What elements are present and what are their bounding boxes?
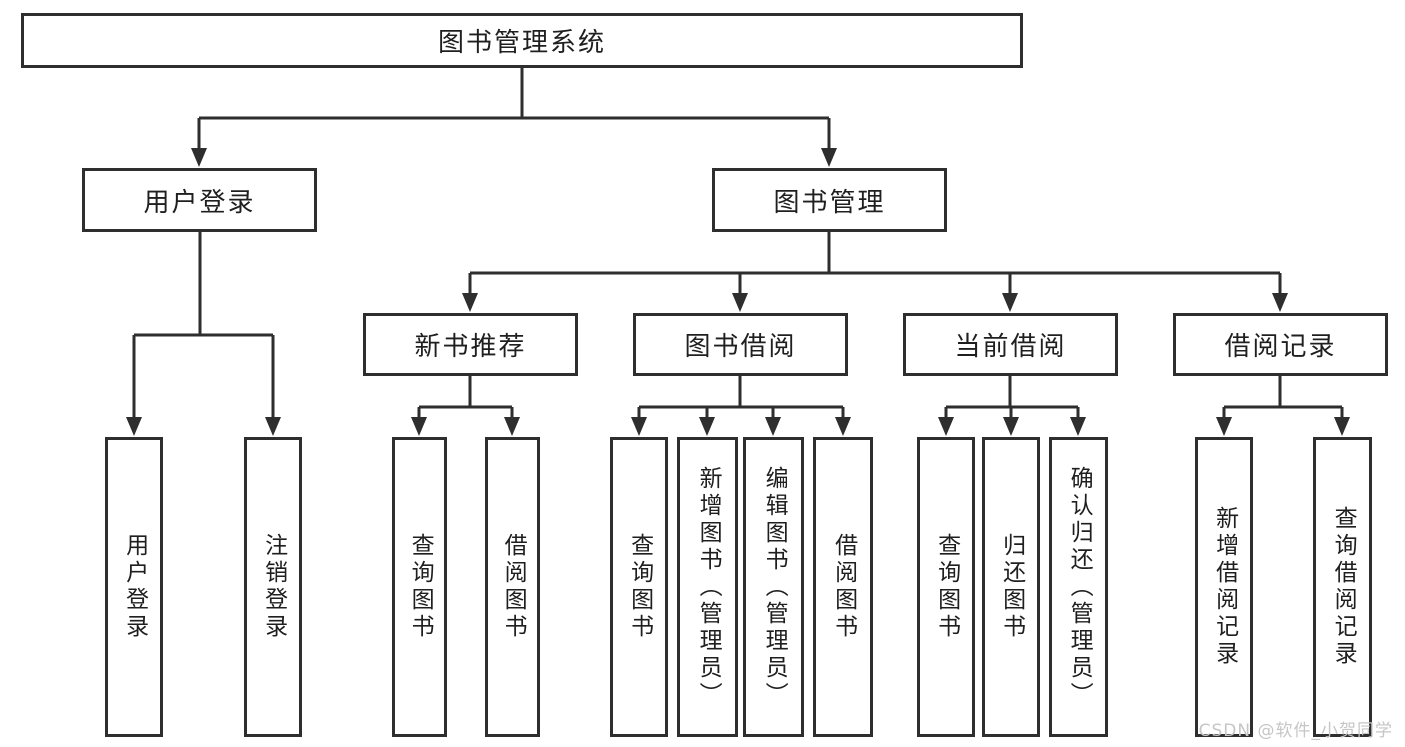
leaf-return-books-label: 归还图书 [998, 533, 1025, 641]
leaf-query-books-recommend-label: 查询图书 [407, 533, 434, 641]
leaf-logout: 注销登录 [244, 437, 302, 737]
leaf-add-borrow-record: 新增借阅记录 [1195, 437, 1253, 737]
leaf-query-books-recommend: 查询图书 [392, 437, 447, 737]
node-book-management: 图书管理 [712, 168, 947, 232]
leaf-query-books-current-label: 查询图书 [933, 533, 960, 641]
node-new-book-recommend-label: 新书推荐 [414, 332, 527, 362]
leaf-query-borrow-record: 查询借阅记录 [1313, 437, 1372, 737]
node-book-borrowing: 图书借阅 [633, 313, 848, 376]
leaf-query-books-current: 查询图书 [917, 437, 975, 737]
leaf-confirm-return-admin: 确认归还（管理员） [1049, 437, 1108, 737]
leaf-query-books-borrowing: 查询图书 [610, 437, 668, 737]
leaf-add-books-admin: 新增图书（管理员） [677, 437, 738, 737]
leaf-logout-label: 注销登录 [260, 533, 287, 641]
node-book-management-label: 图书管理 [773, 187, 886, 218]
leaf-borrow-books-recommend: 借阅图书 [485, 437, 540, 737]
node-user-login-label: 用户登录 [143, 187, 256, 218]
leaf-add-books-admin-label: 新增图书（管理员） [695, 465, 722, 709]
csdn-watermark: CSDN @软件_小贺同学 [1198, 721, 1393, 741]
leaf-query-borrow-record-label: 查询借阅记录 [1330, 506, 1357, 668]
node-book-borrowing-label: 图书借阅 [684, 332, 797, 362]
node-library-system: 图书管理系统 [21, 13, 1023, 68]
leaf-edit-books-admin: 编辑图书（管理员） [743, 437, 804, 737]
leaf-user-login: 用户登录 [105, 437, 163, 737]
leaf-borrow-books-borrowing: 借阅图书 [813, 437, 873, 737]
node-current-borrowing-label: 当前借阅 [954, 332, 1067, 362]
leaf-borrow-books-borrowing-label: 借阅图书 [830, 533, 857, 641]
node-borrowing-records-label: 借阅记录 [1224, 332, 1337, 362]
leaf-user-login-label: 用户登录 [121, 533, 148, 641]
leaf-add-borrow-record-label: 新增借阅记录 [1211, 506, 1238, 668]
leaf-edit-books-admin-label: 编辑图书（管理员） [761, 465, 788, 709]
node-new-book-recommend: 新书推荐 [363, 313, 578, 376]
leaf-confirm-return-admin-label: 确认归还（管理员） [1066, 465, 1093, 709]
node-borrowing-records: 借阅记录 [1173, 313, 1388, 376]
arrowheads [126, 148, 1350, 436]
leaf-borrow-books-recommend-label: 借阅图书 [500, 533, 527, 641]
node-current-borrowing: 当前借阅 [903, 313, 1118, 376]
leaf-query-books-borrowing-label: 查询图书 [626, 533, 653, 641]
node-library-system-label: 图书管理系统 [437, 28, 606, 58]
node-user-login: 用户登录 [82, 168, 317, 232]
leaf-return-books: 归还图书 [982, 437, 1040, 737]
